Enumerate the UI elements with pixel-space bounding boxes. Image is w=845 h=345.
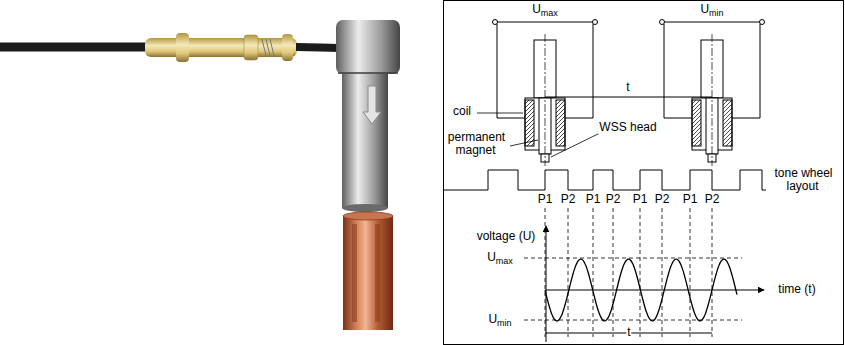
leader-line: [551, 133, 600, 157]
subscript: min: [497, 318, 512, 328]
sleeve-lip: [343, 212, 393, 220]
sensor-tip: [342, 204, 388, 212]
connector-ring: [244, 35, 258, 60]
sensor-body: [342, 70, 388, 208]
edge-label: P2: [654, 193, 671, 206]
edge-label: P1: [632, 192, 649, 206]
voltage-wave: [545, 259, 737, 321]
edge-label: P1: [537, 193, 554, 206]
part-label: coil: [452, 105, 472, 118]
distance-line: [545, 97, 712, 98]
voltage-name: Umax: [531, 3, 559, 16]
edge-label: P1: [682, 192, 699, 206]
level-label: Umax: [486, 250, 514, 264]
part-label: tone wheel layout: [770, 167, 836, 193]
copper-sleeve: [343, 216, 393, 330]
sleeve-slot: [352, 224, 357, 322]
edge-label: P2: [704, 193, 721, 206]
edge-label: P1: [682, 193, 699, 206]
edge-label: P2: [605, 193, 622, 206]
subscript: max: [496, 256, 513, 266]
sensor-seam: [338, 72, 398, 74]
connector-body: [145, 38, 297, 57]
cable: [296, 47, 338, 48]
axis-label: time (t): [777, 283, 816, 296]
cable: [0, 43, 150, 52]
sensor-symbol: [660, 20, 765, 167]
leader-line: [477, 113, 523, 114]
distance-label: t: [625, 80, 630, 94]
edge-label: P2: [560, 192, 577, 206]
panel-frame: [444, 1, 844, 345]
edge-label: P2: [654, 192, 671, 206]
part-label: permanent magnet: [447, 130, 505, 157]
part-label: WSS head: [598, 121, 657, 134]
edge-label: P2: [560, 193, 577, 206]
period-label: t: [626, 325, 631, 339]
sensor-photo: [0, 20, 400, 330]
part-label: coil: [452, 104, 472, 118]
connector-mark: [262, 39, 274, 56]
edge-label: P1: [585, 192, 602, 206]
sensor-symbol: [493, 20, 598, 167]
sensor-head: [336, 20, 400, 74]
period-label: t: [626, 326, 631, 339]
axis-label: time (t): [777, 282, 816, 296]
edge-label: P2: [704, 192, 721, 206]
voltage-name: Umin: [699, 3, 724, 16]
subscript: min: [709, 8, 724, 18]
level-label: Umin: [487, 312, 512, 326]
axis-label: voltage (U): [476, 230, 537, 243]
level-label: Umin: [487, 313, 512, 326]
voltage-name: Umax: [531, 2, 559, 16]
edge-label: P1: [632, 193, 649, 206]
principle-diagram: [443, 1, 844, 345]
connector-ring: [282, 34, 293, 61]
tone-wheel: [443, 170, 766, 190]
edge-label: P2: [605, 192, 622, 206]
axis-label: voltage (U): [476, 229, 537, 243]
leader-line: [510, 140, 538, 146]
distance-label: t: [625, 81, 630, 94]
part-label: tone wheel layout: [773, 166, 832, 193]
connector-ring: [176, 33, 189, 62]
level-label: Umax: [486, 251, 514, 264]
insert-arrow: [363, 86, 381, 124]
subscript: max: [541, 8, 558, 18]
edge-label: P1: [585, 193, 602, 206]
voltage-axis: [546, 226, 547, 342]
sleeve-slot: [375, 224, 380, 322]
part-label: permanent magnet: [445, 131, 507, 157]
time-axis: [546, 290, 764, 291]
edge-lines: [524, 208, 742, 337]
voltage-name: Umin: [699, 2, 724, 16]
part-label: WSS head: [598, 120, 657, 134]
edge-label: P1: [537, 192, 554, 206]
